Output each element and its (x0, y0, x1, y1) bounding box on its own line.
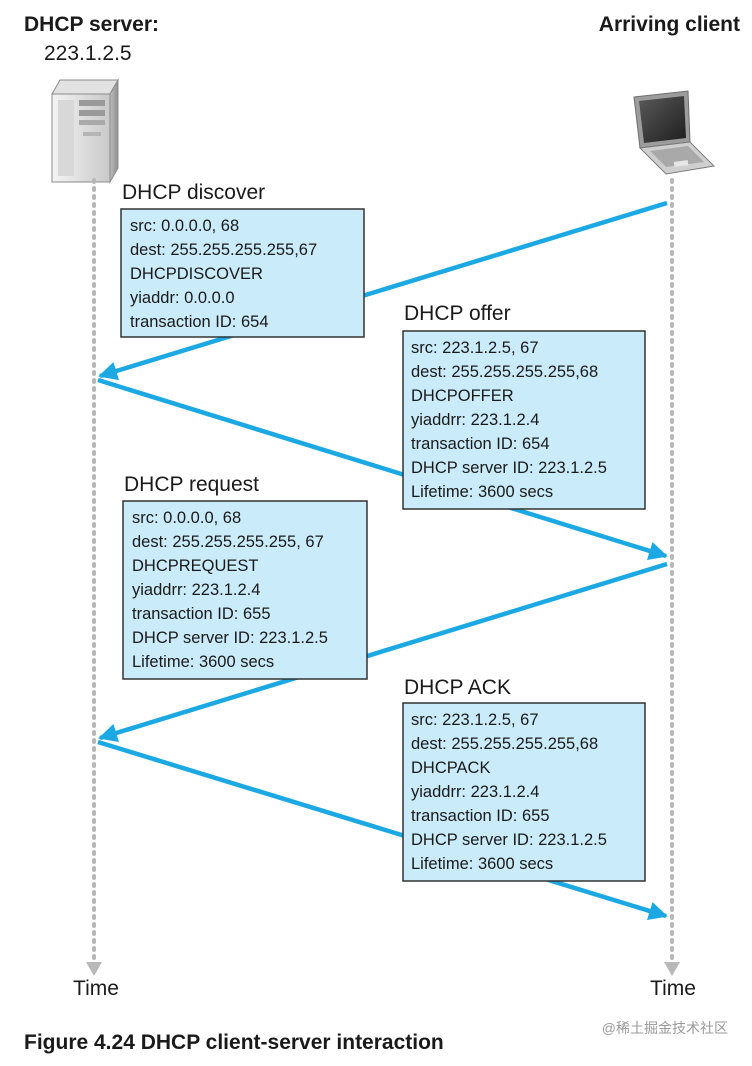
figure-caption: Figure 4.24 DHCP client-server interacti… (24, 1031, 444, 1054)
message-box (120, 208, 365, 338)
offer-arrow (97, 377, 668, 560)
message-title: DHCP ACK (404, 676, 511, 699)
message-line: src: 0.0.0.0, 68 (130, 217, 239, 235)
message-title: DHCP discover (122, 181, 265, 204)
message-title: DHCP offer (404, 302, 511, 325)
request-arrow (98, 561, 668, 743)
message-line: Lifetime: 3600 secs (132, 653, 274, 671)
message-line: Lifetime: 3600 secs (411, 855, 553, 873)
message-box (402, 330, 646, 510)
server-time-arrowhead (86, 962, 102, 976)
message-line: transaction ID: 654 (130, 313, 269, 331)
server-time-label: Time (73, 977, 119, 1000)
message-line: yiaddrr: 223.1.2.4 (411, 783, 539, 801)
message-request: DHCP request src: 0.0.0.0, 68 dest: 255.… (122, 473, 368, 680)
message-line: DHCP server ID: 223.1.2.5 (411, 459, 607, 477)
message-title: DHCP request (124, 473, 259, 496)
message-line: dest: 255.255.255.255,68 (411, 363, 598, 381)
message-line: DHCP server ID: 223.1.2.5 (132, 629, 328, 647)
client-label: Arriving client (599, 13, 740, 36)
message-line: yiaddrr: 223.1.2.4 (411, 411, 539, 429)
discover-arrow (98, 200, 668, 381)
message-line: src: 0.0.0.0, 68 (132, 509, 241, 527)
message-line: yiaddr: 0.0.0.0 (130, 289, 235, 307)
message-line: yiaddrr: 223.1.2.4 (132, 581, 260, 599)
client-time-arrowhead (664, 962, 680, 976)
message-line: transaction ID: 655 (132, 605, 271, 623)
message-box (402, 702, 646, 882)
message-ack: DHCP ACK src: 223.1.2.5, 67 dest: 255.25… (402, 676, 646, 882)
message-line: DHCPACK (411, 759, 490, 777)
message-line: DHCPOFFER (411, 387, 514, 405)
message-line: DHCPREQUEST (132, 557, 259, 575)
ack-arrow (97, 739, 668, 921)
message-line: src: 223.1.2.5, 67 (411, 339, 539, 357)
message-line: transaction ID: 654 (411, 435, 550, 453)
message-line: DHCPDISCOVER (130, 265, 263, 283)
message-line: DHCP server ID: 223.1.2.5 (411, 831, 607, 849)
message-line: dest: 255.255.255.255,67 (130, 241, 317, 259)
message-offer: DHCP offer src: 223.1.2.5, 67 dest: 255.… (402, 302, 646, 510)
message-discover: DHCP discover src: 0.0.0.0, 68 dest: 255… (120, 181, 365, 338)
message-line: src: 223.1.2.5, 67 (411, 711, 539, 729)
server-tower-icon (51, 78, 119, 184)
message-line: transaction ID: 655 (411, 807, 550, 825)
client-time-label: Time (650, 977, 696, 1000)
message-line: dest: 255.255.255.255, 67 (132, 533, 324, 551)
server-label: DHCP server: (24, 13, 159, 36)
watermark: @稀土掘金技术社区 (602, 1020, 728, 1036)
message-line: dest: 255.255.255.255,68 (411, 735, 598, 753)
message-line: Lifetime: 3600 secs (411, 483, 553, 501)
server-address: 223.1.2.5 (44, 42, 132, 65)
message-arrows (97, 200, 668, 921)
message-box (122, 500, 368, 680)
laptop-icon (633, 90, 716, 175)
